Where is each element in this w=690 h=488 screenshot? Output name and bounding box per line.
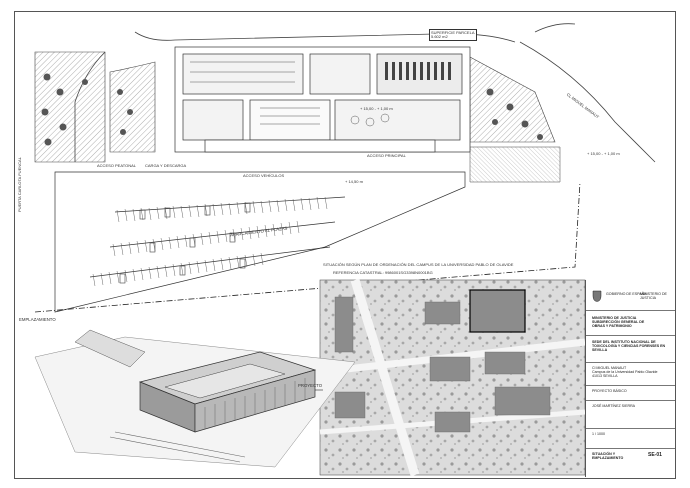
- subdirection: MINISTERIO DE JUSTICIA SUBDIRECCIÓN GENE…: [592, 316, 645, 329]
- location-aerial-map: [319, 278, 586, 477]
- dimension-right: + 15,00 - + 1,00 m: [587, 151, 620, 156]
- drawing-canvas: [34, 23, 656, 477]
- drawing-sheet: SUPERFICIE PARCELA 5.602 m2 APARCAMIENTO…: [14, 11, 676, 479]
- access-main-label: ACCESO PRINCIPAL: [367, 153, 406, 158]
- axonometric-view: [34, 329, 356, 468]
- location-title: SITUACIÓN SEGÚN PLAN DE ORDENACIÓN DEL C…: [323, 262, 514, 267]
- parking-lot: [54, 171, 466, 313]
- dimension-top: + 15,00 - + 1,00 m: [360, 106, 393, 111]
- ministry-line-1: GOBIERNO DE ESPAÑA: [606, 292, 647, 296]
- landscaped-area-right: [469, 56, 561, 183]
- parked-cars: [119, 202, 251, 284]
- emplacement-label: EMPLAZAMIENTO: [19, 317, 56, 322]
- project-label: PROYECTO: [298, 383, 323, 388]
- loading-label: CARGA Y DESCARGA: [145, 163, 187, 168]
- scale: 1 / 1000: [592, 432, 605, 436]
- parcel-label: SUPERFICIE PARCELA: [431, 30, 475, 35]
- landscaped-area-left: [34, 51, 156, 163]
- site-boundary: [34, 181, 581, 313]
- access-pedestrian-label: ACCESO PEATONAL: [97, 163, 136, 168]
- building-plan: [174, 46, 471, 153]
- sheet-number: SE-01: [648, 452, 662, 458]
- project-title: SEDE DEL INSTITUTO NACIONAL DE TOXICOLOG…: [592, 340, 666, 353]
- parcel-area-label: SUPERFICIE PARCELA 5.602 m2: [429, 29, 477, 41]
- ministry-line-2: MINISTERIO DE JUSTICIA: [640, 292, 667, 301]
- parcel-area-value: 5.602 m2: [431, 34, 448, 39]
- cadastral-reference: REFERENCIA CATASTRAL: 9986001SG3398N0001…: [333, 270, 433, 275]
- coat-of-arms-icon: [592, 290, 602, 302]
- trees: [41, 73, 543, 146]
- architect: JOSÉ MARTÍNEZ SIERRA: [592, 404, 636, 408]
- parking-bays: [92, 196, 328, 287]
- address: Cl MIGUEL MANAUT Campus de la Universida…: [592, 366, 658, 379]
- dimension-mid: + 14,50 m: [345, 179, 363, 184]
- drawing-title: SITUACIÓN Y EMPLAZAMIENTO: [592, 452, 624, 461]
- project-phase: PROYECTO BÁSICO: [592, 389, 627, 393]
- street-left-label: PUERTA CARLOTA FUENCAL: [17, 157, 22, 212]
- access-vehicles-label: ACCESO VEHÍCULOS: [243, 173, 285, 178]
- title-block: GOBIERNO DE ESPAÑA MINISTERIO DE JUSTICI…: [585, 280, 675, 477]
